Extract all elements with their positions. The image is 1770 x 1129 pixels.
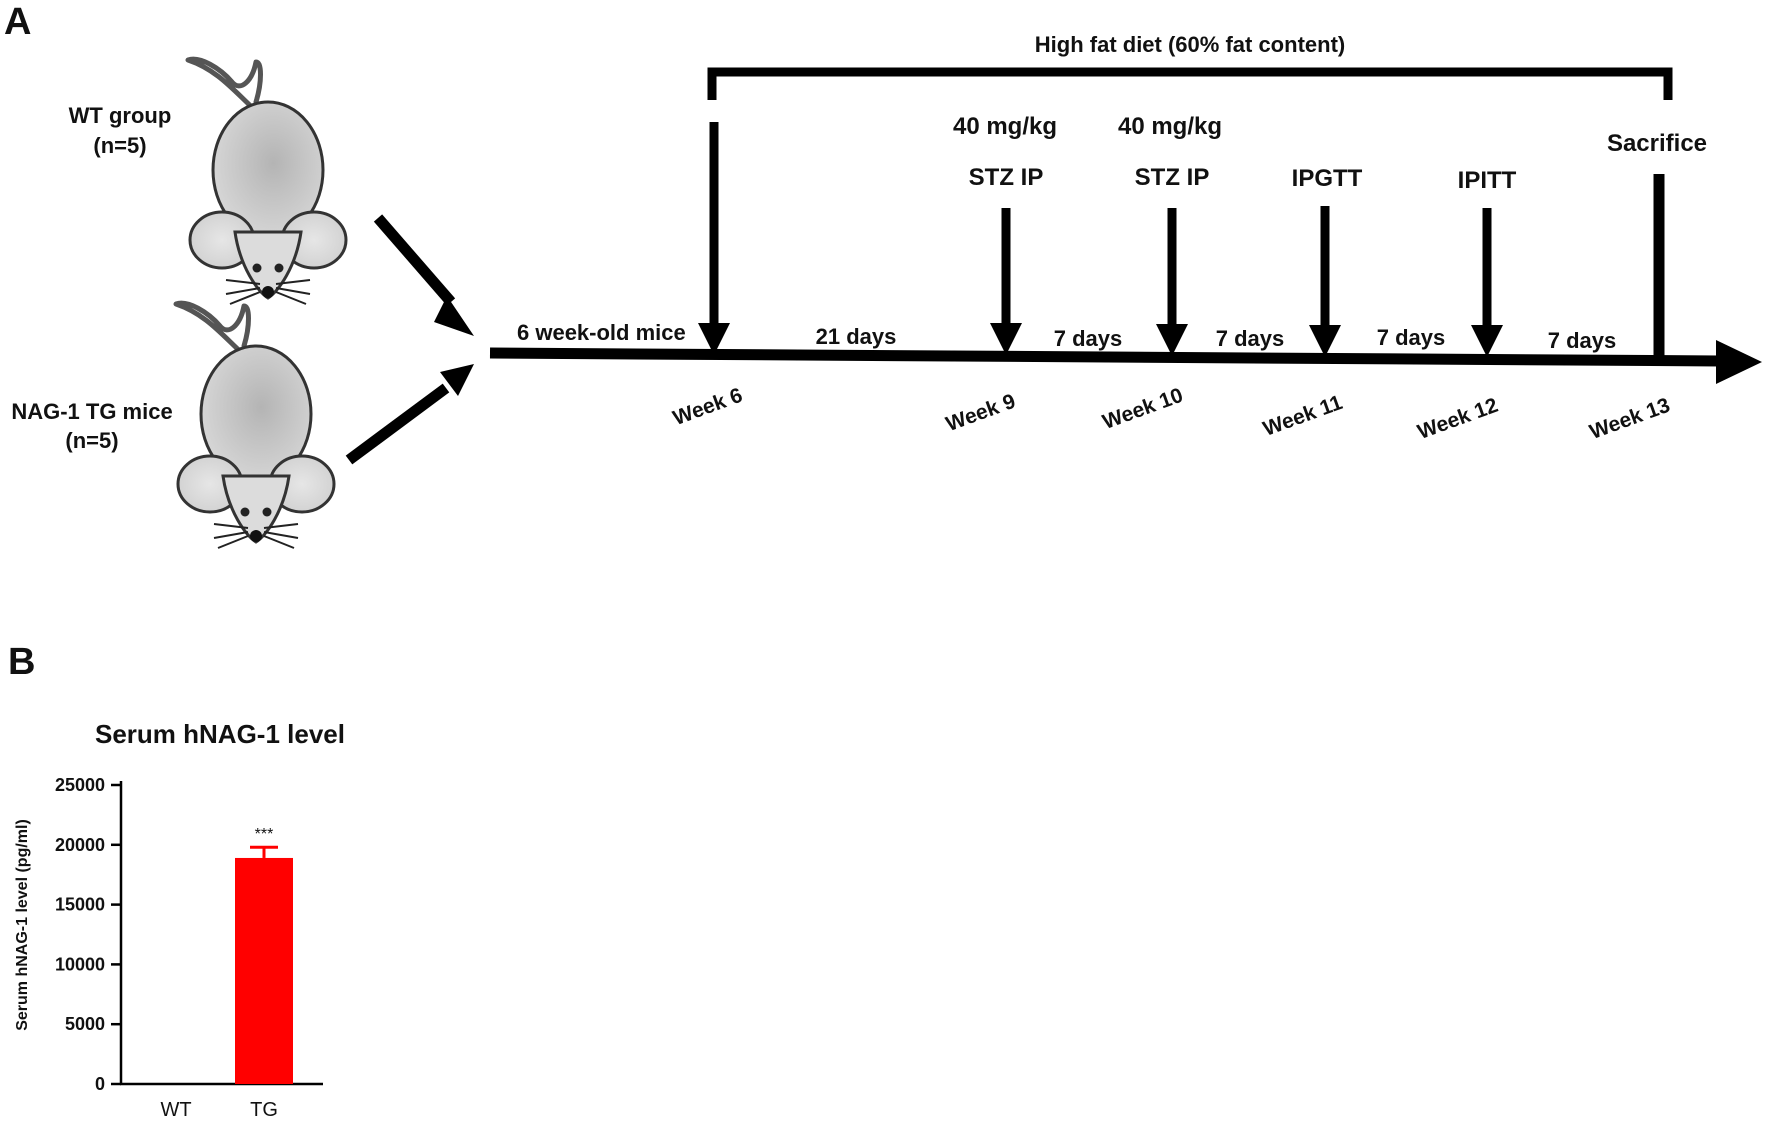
bars: *** <box>235 826 293 1084</box>
y-tick-label: 15000 <box>55 895 105 915</box>
week-label-13: Week 13 <box>1587 394 1673 444</box>
x-categories: WT TG <box>160 1099 277 1121</box>
event-week12-label: IPITT <box>1458 167 1517 194</box>
diet-bracket <box>707 67 1673 100</box>
x-category-label: TG <box>250 1099 278 1121</box>
bar-tg <box>235 857 293 1084</box>
y-tick-label: 10000 <box>55 954 105 974</box>
interval-label-5: 7 days <box>1548 328 1617 353</box>
event-arrow-week11 <box>1309 206 1341 357</box>
event-arrow-week9 <box>990 208 1022 355</box>
wt-to-timeline-arrow <box>373 214 474 336</box>
interval-label-4: 7 days <box>1377 325 1446 350</box>
tg-to-timeline-arrow <box>345 364 474 465</box>
y-axis-label: Serum hNAG-1 level (pg/ml) <box>14 819 31 1031</box>
y-tick-label: 20000 <box>55 835 105 855</box>
event-week11-label: IPGTT <box>1292 165 1363 192</box>
y-tick-label: 0 <box>95 1074 105 1094</box>
interval-label-3: 7 days <box>1216 326 1285 351</box>
diet-label: High fat diet (60% fat content) <box>1035 32 1345 57</box>
wt-mouse-icon <box>188 59 346 304</box>
event-week10-dose: 40 mg/kg <box>1118 113 1222 140</box>
tg-group-count: (n=5) <box>65 428 118 453</box>
panel-a-letter: A <box>4 1 31 43</box>
event-week9-dose: 40 mg/kg <box>953 113 1057 140</box>
tg-group-label: NAG-1 TG mice <box>11 399 172 424</box>
event-week9-label: STZ IP <box>969 164 1044 191</box>
week-label-11: Week 11 <box>1260 391 1346 441</box>
event-arrow-week10 <box>1156 208 1188 356</box>
timeline-axis <box>489 340 1762 384</box>
event-arrow-week6 <box>698 122 730 355</box>
week-label-10: Week 10 <box>1100 384 1186 434</box>
start-label: 6 week-old mice <box>517 320 686 345</box>
wt-group-label: WT group <box>69 103 172 128</box>
week-label-9: Week 9 <box>943 390 1019 436</box>
wt-group-count: (n=5) <box>93 133 146 158</box>
tg-mouse-icon <box>176 303 334 548</box>
week-label-12: Week 12 <box>1415 394 1501 444</box>
x-category-label: WT <box>160 1099 191 1121</box>
bar-chart: 0 5000 10000 15000 20000 25000 *** WT TG <box>55 775 323 1121</box>
interval-label-1: 21 days <box>816 324 897 349</box>
significance-label: *** <box>255 826 274 843</box>
event-week10-label: STZ IP <box>1135 164 1210 191</box>
week-label-6: Week 6 <box>670 384 746 430</box>
y-ticks: 0 5000 10000 15000 20000 25000 <box>55 775 121 1094</box>
chart-title: Serum hNAG-1 level <box>95 719 345 749</box>
y-tick-label: 5000 <box>65 1014 105 1034</box>
y-tick-label: 25000 <box>55 775 105 795</box>
event-week13-label: Sacrifice <box>1607 130 1707 157</box>
panel-b-letter: B <box>8 641 35 683</box>
event-arrow-week12 <box>1471 208 1503 357</box>
interval-label-2: 7 days <box>1054 326 1123 351</box>
